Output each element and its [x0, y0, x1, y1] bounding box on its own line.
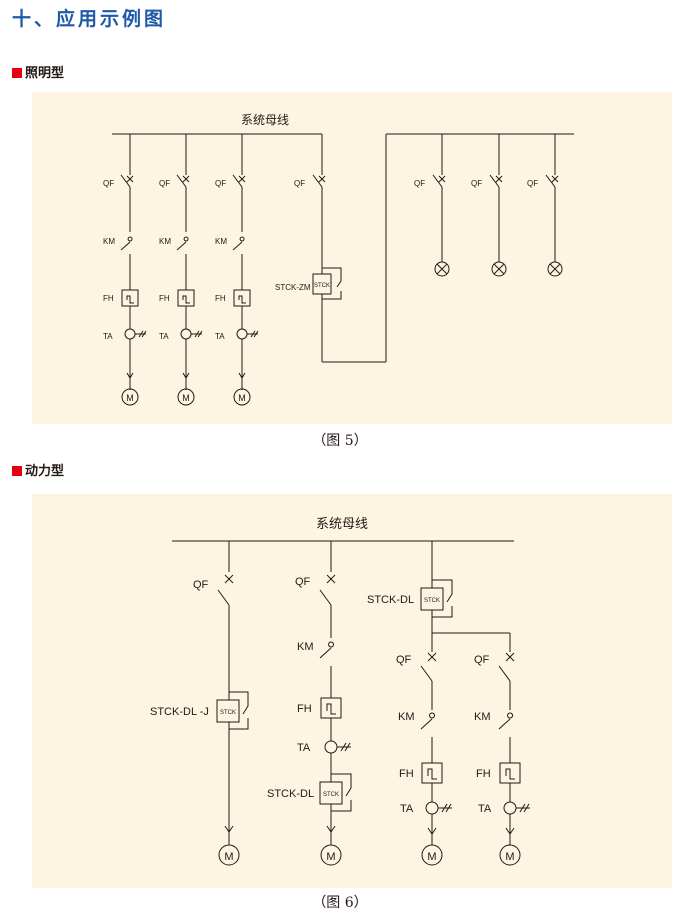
ta-label: TA [103, 332, 113, 341]
qf-label: QF [215, 179, 226, 188]
motor-symbol [121, 388, 139, 406]
ta-label: TA [215, 332, 225, 341]
ta-transformer [425, 801, 439, 815]
km-label: KM [159, 237, 171, 246]
lamp-icon [547, 261, 563, 277]
qf-label: QF [295, 576, 311, 588]
red-square-icon [12, 466, 22, 476]
ta-transformer [324, 740, 338, 754]
page-title: 十、应用示例图 [12, 8, 167, 30]
qf-label: QF [471, 179, 482, 188]
fig6-branch-stck-dl-j: QF STCK STCK-DL -J M [150, 541, 249, 866]
motor-label: M [182, 393, 190, 403]
fig5-lamp-branch-3: QF [527, 134, 563, 277]
stck-dl-label: STCK-DL [367, 594, 414, 606]
qf-label: QF [159, 179, 170, 188]
fh-label: FH [476, 768, 491, 780]
motor-label: M [224, 851, 233, 863]
stck-box-label: STCK [424, 598, 440, 604]
lamp-icon [434, 261, 450, 277]
qf-label: QF [527, 179, 538, 188]
fig6-bus-label: 系统母线 [316, 516, 368, 531]
figure6-caption: （图 6） [312, 895, 368, 911]
km-label: KM [474, 711, 491, 723]
motor-label: M [505, 851, 514, 863]
fig5-motor-branch-3: QF KM FH TA M [215, 134, 259, 406]
km-label: KM [297, 641, 314, 653]
stck-box-label: STCK [220, 710, 236, 716]
ta-label: TA [159, 332, 169, 341]
figure5-panel [32, 92, 672, 424]
fig6-branch-km-stck-dl: QF KM FH TA STCK STCK-DL M [267, 541, 352, 866]
motor-label: M [126, 393, 134, 403]
fig5-lamp-branch-1: QF [414, 134, 450, 277]
ta-transformer [503, 801, 517, 815]
motor-symbol [421, 844, 443, 866]
stck-zm-label: STCK-ZM [275, 283, 311, 292]
fh-label: FH [159, 294, 170, 303]
motor-symbol [499, 844, 521, 866]
ta-label: TA [400, 803, 414, 815]
fh-label: FH [399, 768, 414, 780]
stck-box-label: STCK [314, 283, 330, 289]
motor-label: M [326, 851, 335, 863]
motor-label: M [238, 393, 246, 403]
section-lighting: 照明型 [12, 62, 64, 81]
motor-label: M [427, 851, 436, 863]
stck-dl-j-label: STCK-DL -J [150, 706, 209, 718]
km-label: KM [103, 237, 115, 246]
fh-label: FH [103, 294, 114, 303]
fh-label: FH [297, 703, 312, 715]
ta-transformer [180, 328, 192, 340]
red-square-icon [12, 68, 22, 78]
fig5-motor-branch-2: QF KM FH TA M [159, 134, 203, 406]
stck-dl-label: STCK-DL [267, 788, 314, 800]
qf-label: QF [193, 579, 209, 591]
motor-symbol [218, 844, 240, 866]
figure6-panel [32, 494, 672, 888]
fig5-stck-zm-feeder: QF STCK STCK-ZM [275, 134, 387, 363]
lamp-icon [491, 261, 507, 277]
ta-transformer [236, 328, 248, 340]
motor-symbol [177, 388, 195, 406]
ta-transformer [124, 328, 136, 340]
qf-label: QF [103, 179, 114, 188]
ta-label: TA [297, 742, 311, 754]
figure5-caption: （图 5） [312, 433, 368, 449]
section-power: 动力型 [12, 460, 64, 479]
motor-symbol [233, 388, 251, 406]
section-lighting-label: 照明型 [25, 66, 65, 81]
qf-label: QF [294, 179, 305, 188]
figure6-diagram: 系统母线 QF STCK STCK-DL -J M QF [150, 516, 530, 866]
ta-label: TA [478, 803, 492, 815]
qf-label: QF [474, 654, 490, 666]
stck-box [216, 699, 240, 723]
km-label: KM [398, 711, 415, 723]
qf-label: QF [414, 179, 425, 188]
fig5-bus-label: 系统母线 [241, 113, 289, 127]
km-label: KM [215, 237, 227, 246]
fig6-branch-stck-dl-group: STCK STCK-DL [367, 541, 511, 652]
motor-symbol [320, 844, 342, 866]
section-power-label: 动力型 [25, 464, 65, 479]
fh-label: FH [215, 294, 226, 303]
stck-box-label: STCK [323, 792, 339, 798]
qf-label: QF [396, 654, 412, 666]
fig5-lamp-branch-2: QF [471, 134, 507, 277]
figure5-diagram: 系统母线 QF KM FH TA M [103, 113, 574, 406]
fig6-subbranch-1: QF KM FH TA M [396, 633, 452, 866]
fig6-subbranch-2: QF KM FH TA M [474, 652, 530, 866]
fig5-motor-branch-1: QF KM FH TA M [103, 134, 147, 406]
